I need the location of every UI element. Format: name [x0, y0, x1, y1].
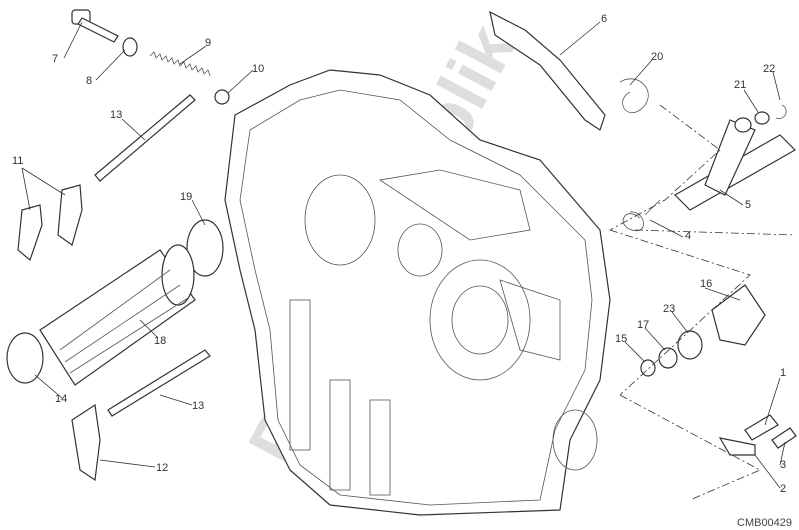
- callout-2: 2: [780, 483, 786, 495]
- fork-shaft-13-upper: [94, 94, 196, 182]
- callout-13-lower: 13: [192, 400, 204, 412]
- callout-9: 9: [205, 37, 211, 49]
- callout-12: 12: [156, 462, 168, 474]
- callout-11: 11: [12, 155, 23, 167]
- callout-3: 3: [780, 459, 786, 471]
- callout-4: 4: [685, 230, 691, 242]
- callout-17: 17: [637, 319, 649, 331]
- callout-5: 5: [745, 199, 751, 211]
- shift-drum-18: [39, 244, 196, 386]
- callout-22: 22: [763, 63, 775, 75]
- callout-23: 23: [663, 303, 675, 315]
- bolt-3: [771, 427, 797, 449]
- spring-9: [149, 51, 211, 77]
- callout-14: 14: [55, 393, 67, 405]
- washer-8: [122, 37, 138, 57]
- washer-21: [754, 111, 770, 125]
- pin-7: [71, 9, 119, 43]
- callout-10: 10: [252, 63, 264, 75]
- spring-20: [619, 78, 649, 113]
- drawing-code: CMB00429: [737, 517, 792, 529]
- circlip-15: [640, 359, 656, 377]
- o-ring-14: [6, 332, 44, 384]
- callout-6: 6: [601, 13, 607, 25]
- callout-7: 7: [52, 53, 58, 65]
- shift-fork-12: [71, 403, 101, 482]
- callout-8: 8: [86, 75, 92, 87]
- lever-6: [489, 10, 606, 131]
- plate-16: [711, 284, 766, 346]
- washer-17: [658, 347, 678, 369]
- ball-10: [214, 89, 230, 105]
- bolt-1: [744, 414, 779, 441]
- seal-23: [677, 330, 703, 360]
- callout-labels: 1 2 3 4 5 6 7 8 9 10 11 12 13 13 14 15 1…: [12, 13, 786, 495]
- spring-4: [622, 199, 661, 231]
- callout-13-upper: 13: [110, 109, 122, 121]
- bracket-2: [718, 437, 756, 456]
- callout-19: 19: [180, 191, 192, 203]
- shift-shaft-5: [674, 117, 796, 211]
- callout-16: 16: [700, 278, 712, 290]
- o-ring-19: [186, 219, 224, 277]
- leader-lines: [21, 21, 786, 489]
- callout-15: 15: [615, 333, 627, 345]
- crankcase-half: [224, 69, 611, 516]
- assembly-lines: [609, 104, 796, 501]
- shift-fork-11: [17, 184, 83, 262]
- fork-shaft-13-lower: [107, 349, 211, 417]
- callout-1: 1: [780, 367, 786, 379]
- circlip-22: [775, 104, 787, 119]
- callout-20: 20: [651, 51, 663, 63]
- callout-18: 18: [154, 335, 166, 347]
- callout-21: 21: [734, 79, 746, 91]
